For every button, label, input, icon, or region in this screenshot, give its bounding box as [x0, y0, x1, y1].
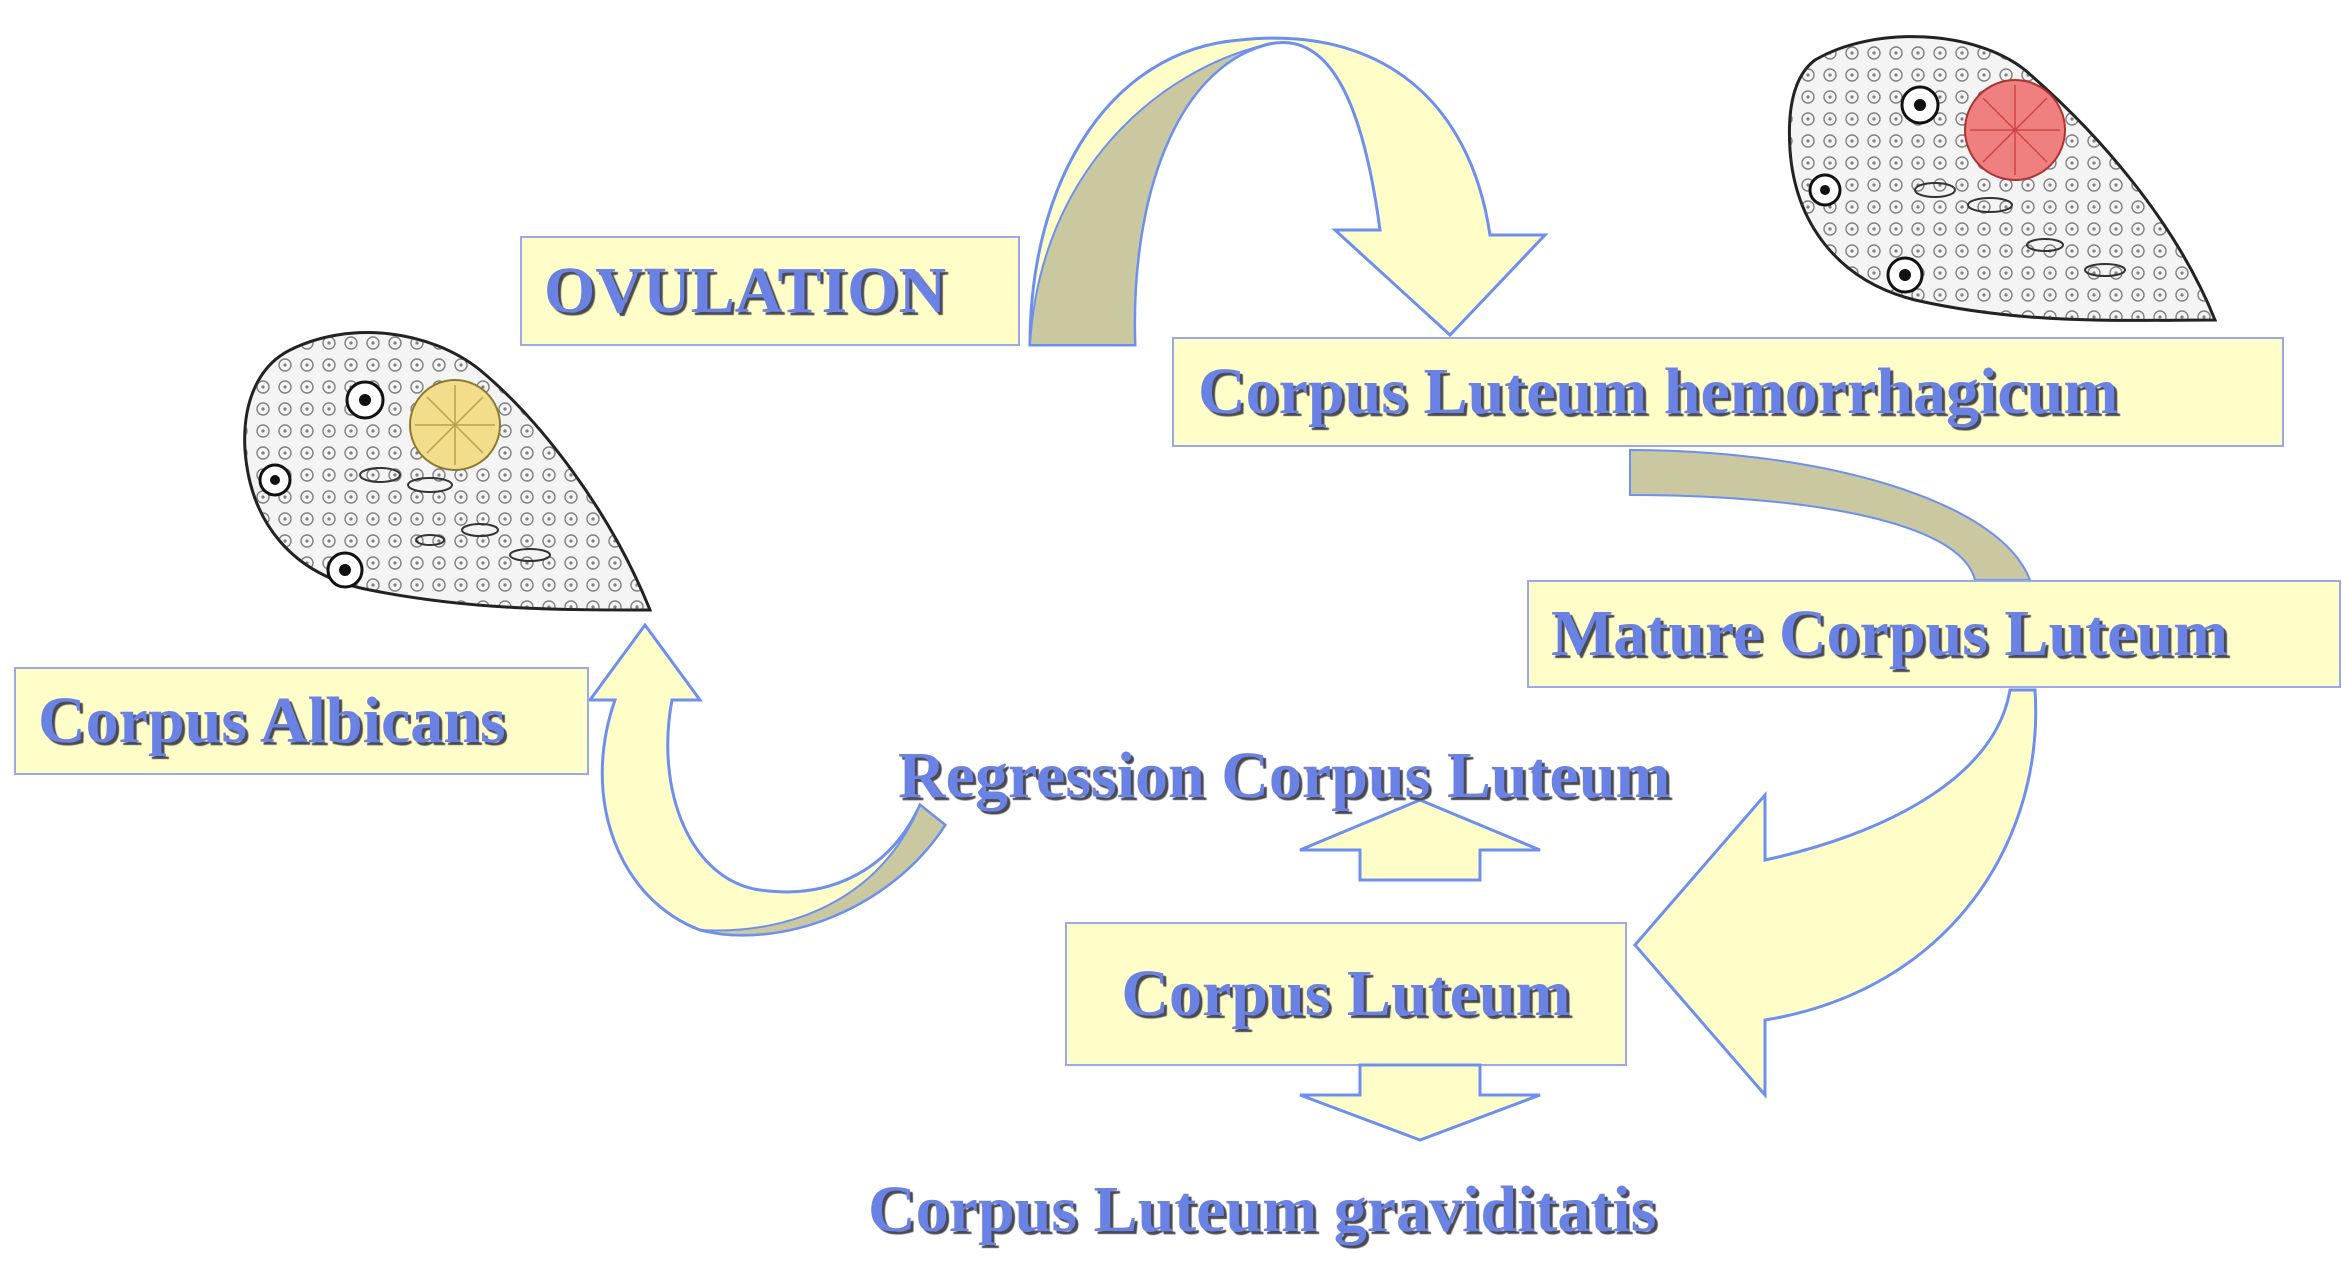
ovary-left-icon	[230, 310, 670, 650]
corpus-luteum-label: Corpus Luteum	[1066, 923, 1626, 1065]
mature-corpus-luteum-label: Mature Corpus Luteum	[1527, 580, 2341, 688]
ovary-right-icon	[1775, 20, 2235, 330]
corpus-luteum-hemorrhagicum-label: Corpus Luteum hemorrhagicum	[1172, 337, 2284, 447]
regression-corpus-luteum-label: Regression Corpus Luteum	[898, 738, 1671, 814]
regression-to-albicans-arrow	[590, 625, 945, 935]
corpus-luteum-graviditatis-label: Corpus Luteum graviditatis	[868, 1172, 1656, 1248]
ovulation-arrow	[1030, 38, 1545, 345]
ovulation-label: OVULATION	[520, 236, 1020, 346]
corpus-albicans-label: Corpus Albicans	[14, 667, 589, 775]
mature-to-corpus-luteum-arrow	[1635, 690, 2036, 1095]
hemorrhagicum-to-mature-arrow	[1630, 450, 2030, 580]
